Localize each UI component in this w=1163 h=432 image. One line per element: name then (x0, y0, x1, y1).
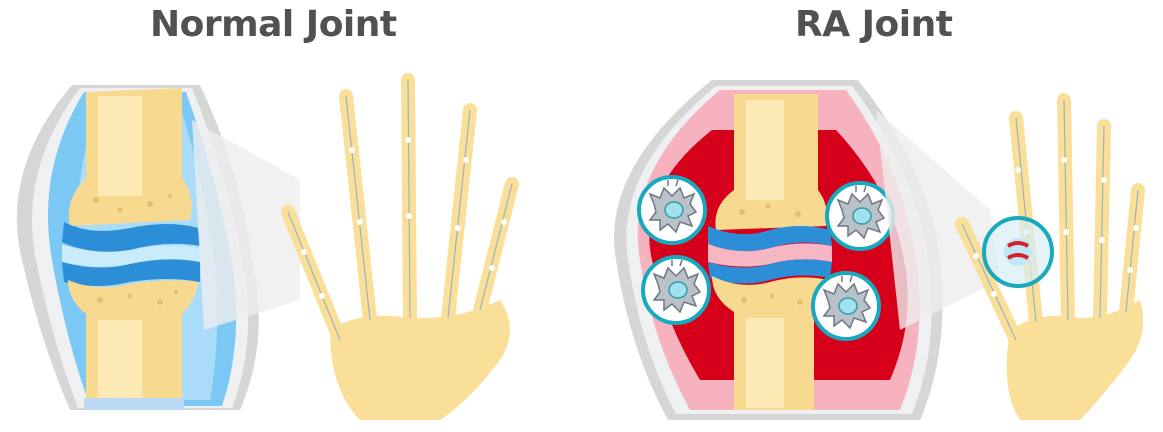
normal-hand-icon (288, 80, 512, 420)
magnifier-circle-icon (984, 218, 1052, 286)
immune-cell-icon (813, 273, 879, 339)
immune-cell-icon (643, 257, 709, 323)
ra-hand-icon (962, 100, 1143, 420)
normal-joint-icon (17, 85, 300, 410)
immune-cell-icon (827, 183, 893, 249)
ra-joint-icon (614, 80, 1000, 420)
immune-cell-icon (639, 177, 705, 243)
